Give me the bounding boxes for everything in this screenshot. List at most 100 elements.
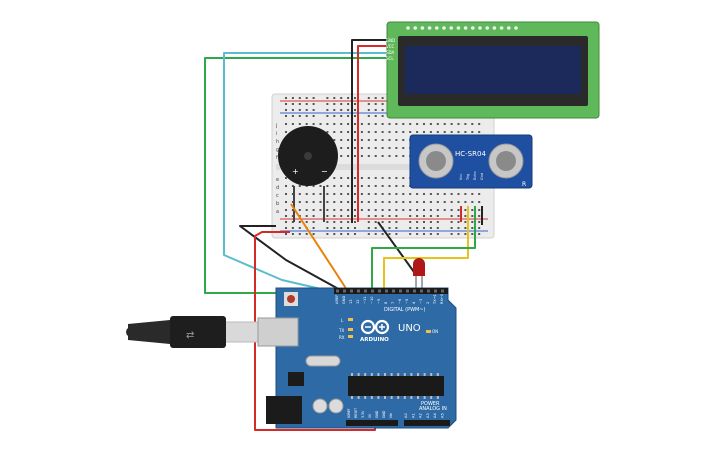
wire-orange-buzzer	[290, 203, 350, 294]
breadboard-hole	[347, 201, 350, 203]
breadboard-hole	[374, 103, 377, 105]
breadboard-hole	[319, 193, 322, 195]
digital-pin-label: ~10	[370, 296, 374, 304]
breadboard-hole	[367, 177, 370, 179]
analog-pin-label: A2	[419, 413, 423, 418]
breadboard-hole	[471, 209, 474, 211]
breadboard-hole	[374, 115, 377, 117]
breadboard-hole	[409, 123, 412, 125]
breadboard-hole	[367, 193, 370, 195]
breadboard-hole	[402, 123, 405, 125]
breadboard-hole	[360, 131, 363, 133]
breadboard-hole	[416, 233, 419, 235]
breadboard-hole	[381, 215, 384, 217]
breadboard-hole	[374, 123, 377, 125]
capacitor	[328, 398, 344, 414]
breadboard-hole	[457, 123, 460, 125]
row-letter: i	[276, 131, 277, 137]
breadboard-hole	[464, 201, 467, 203]
breadboard-hole	[402, 155, 405, 157]
wire-green-scl	[204, 57, 390, 294]
digital-pin-hole	[406, 289, 409, 293]
crystal	[305, 355, 341, 367]
analog-pin-label: A3	[426, 413, 430, 418]
wire-red-vcc	[357, 45, 390, 222]
breadboard-hole	[326, 233, 329, 235]
lcd-header-pin	[406, 26, 410, 30]
breadboard-hole	[298, 193, 301, 195]
breadboard-hole	[354, 103, 356, 105]
breadboard-hole	[429, 193, 432, 195]
breadboard-hole	[333, 227, 336, 229]
breadboard-hole	[354, 109, 356, 111]
breadboard-hole	[429, 227, 432, 229]
lcd-pin-gnd: GND	[386, 38, 395, 43]
breadboard-hole	[347, 209, 350, 211]
breadboard-hole	[374, 177, 377, 179]
breadboard-hole	[388, 177, 391, 179]
breadboard-hole	[395, 209, 398, 211]
digital-pin-hole	[392, 289, 395, 293]
sensor-pin-labels: Vcc Trig Echo Gnd	[459, 172, 484, 182]
breadboard-hole	[340, 201, 343, 203]
digital-pin-label: TX→1	[433, 294, 437, 305]
breadboard-hole	[367, 209, 370, 211]
breadboard-hole	[291, 201, 294, 203]
breadboard-hole	[478, 131, 481, 133]
breadboard-hole	[374, 209, 377, 211]
breadboard-hole	[409, 131, 412, 133]
breadboard-hole	[388, 155, 391, 157]
breadboard-hole	[360, 123, 363, 125]
lcd-header-pin	[413, 26, 418, 30]
row-letter: e	[276, 177, 279, 183]
breadboard-hole	[298, 109, 301, 111]
tx-led	[348, 328, 353, 331]
breadboard-hole	[388, 139, 391, 141]
digital-pin-label: GND	[342, 296, 346, 304]
breadboard-hole	[388, 185, 391, 187]
breadboard-hole	[333, 233, 336, 235]
breadboard-hole	[423, 201, 425, 203]
breadboard-hole	[395, 185, 398, 187]
chip-leg	[423, 396, 426, 399]
lcd-header-pin	[427, 26, 432, 30]
row-letter: g	[276, 147, 279, 153]
chip-leg	[430, 396, 433, 399]
power-pin-label: 5V	[368, 413, 372, 418]
breadboard-hole	[423, 123, 425, 125]
breadboard-hole	[360, 177, 363, 179]
breadboard-hole	[409, 209, 412, 211]
chip-legs	[351, 373, 439, 399]
breadboard-hole	[478, 193, 481, 195]
chip-leg	[384, 373, 386, 376]
breadboard-hole	[347, 123, 350, 125]
breadboard-hole	[374, 221, 377, 223]
breadboard-hole	[354, 123, 356, 125]
breadboard-hole	[464, 193, 467, 195]
breadboard-hole	[464, 131, 467, 133]
digital-pin-hole	[336, 289, 339, 293]
wire-black-gnd	[351, 39, 390, 223]
breadboard-hole	[423, 233, 425, 235]
power-header	[346, 420, 398, 426]
breadboard-hole	[305, 221, 308, 223]
breadboard-hole	[429, 233, 432, 235]
breadboard-hole	[478, 123, 481, 125]
breadboard-hole	[381, 193, 384, 195]
breadboard-hole	[326, 123, 329, 125]
breadboard-hole	[464, 123, 467, 125]
breadboard-hole	[354, 131, 356, 133]
breadboard-hole	[333, 185, 336, 187]
breadboard-hole	[429, 131, 432, 133]
digital-pin-hole	[357, 289, 360, 293]
breadboard-hole	[312, 97, 315, 99]
breadboard-hole	[326, 215, 329, 217]
digital-pin-label: ~9	[377, 298, 381, 304]
breadboard-hole	[319, 185, 322, 187]
breadboard-hole	[464, 233, 467, 235]
power-pin-label: 3.3V	[361, 410, 365, 418]
l-led	[348, 318, 353, 321]
digital-pin-holes	[336, 289, 444, 293]
breadboard-hole	[291, 215, 294, 217]
breadboard-hole	[347, 109, 350, 111]
